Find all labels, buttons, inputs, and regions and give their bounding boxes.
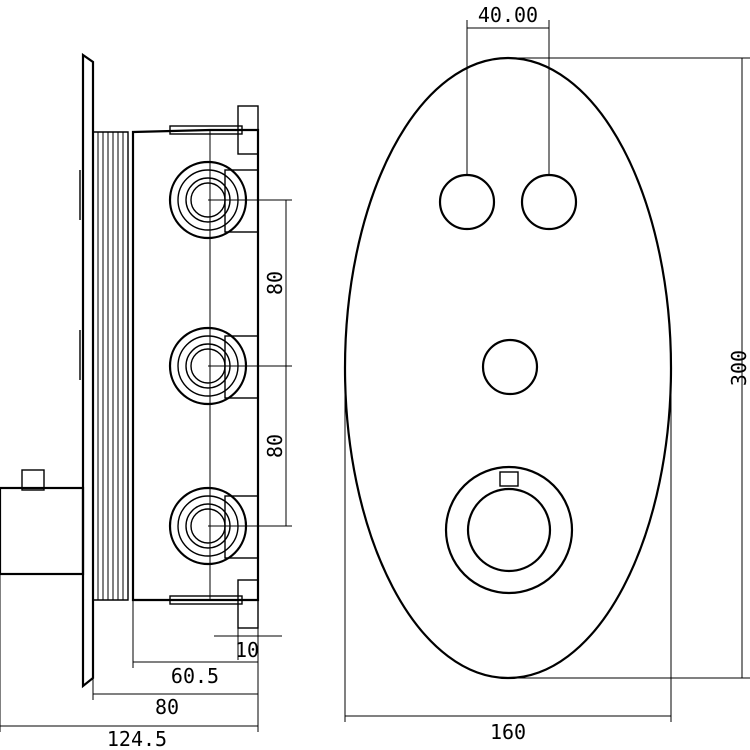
dimension-overall-depth: 124.5	[0, 574, 259, 750]
dimension-label-flange: 10	[235, 638, 259, 662]
faceplate-outline	[343, 56, 673, 680]
dimension-label-port-spacing-lower: 80	[263, 434, 287, 458]
thermostat-indicator	[499, 471, 519, 487]
top-bracket	[169, 105, 259, 155]
thermostat-ring-outer	[444, 465, 574, 595]
dimension-height: 300	[508, 57, 750, 679]
dimension-port-spacing-upper: 80	[208, 199, 292, 367]
dimension-body-depth: 60.5	[132, 600, 259, 688]
bottom-bracket	[169, 579, 259, 629]
front-view	[343, 56, 673, 680]
upper-right-button	[520, 173, 578, 231]
dimension-label-body-depth: 60.5	[171, 664, 219, 688]
dimension-label-overall-depth: 124.5	[107, 727, 167, 750]
side-handle	[0, 469, 85, 576]
dimension-label-height: 300	[727, 350, 750, 386]
dimension-top-spacing: 40.00	[466, 3, 550, 175]
dimension-flange: 10	[214, 628, 282, 662]
upper-left-button	[438, 173, 496, 231]
dimension-label-width: 160	[490, 720, 526, 744]
dimension-label-depth: 80	[155, 695, 179, 719]
dimension-label-port-spacing-upper: 80	[263, 271, 287, 295]
dimension-depth: 80	[92, 668, 259, 719]
dimension-port-spacing-lower: 80	[208, 366, 292, 527]
thermostat-knob	[466, 487, 552, 573]
threaded-sleeve	[79, 131, 129, 601]
side-view	[0, 52, 260, 689]
side-faceplate	[81, 52, 95, 689]
center-button	[481, 338, 539, 396]
dimension-width: 160	[344, 368, 672, 744]
dimension-label-top-spacing: 40.00	[478, 3, 538, 27]
